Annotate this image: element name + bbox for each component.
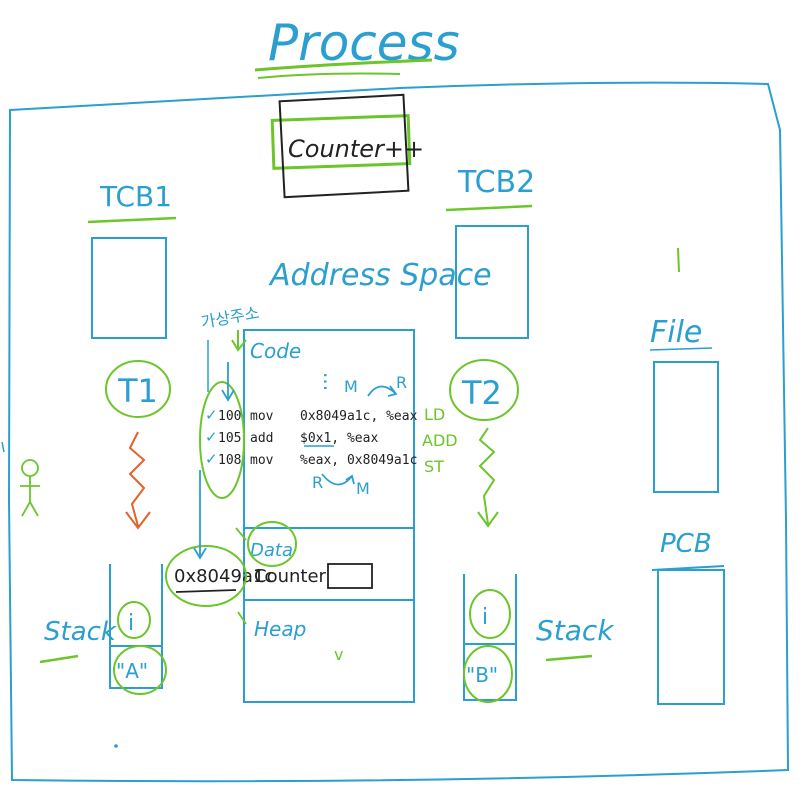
critical-section-outer bbox=[270, 114, 412, 170]
stack1-label: Stack bbox=[44, 617, 117, 647]
file-label: File bbox=[650, 315, 702, 350]
stack2-underline bbox=[545, 654, 593, 662]
person-sketch-icon bbox=[20, 459, 40, 517]
instr-st: ST bbox=[424, 457, 444, 476]
thread2-label: T2 bbox=[461, 374, 502, 412]
data-label: Data bbox=[250, 540, 293, 561]
tcb1-label: TCB1 bbox=[99, 180, 172, 213]
line-address: 105 bbox=[218, 431, 241, 446]
korean-note: 가상주소 bbox=[199, 303, 260, 332]
stack2-i-circle bbox=[469, 589, 511, 639]
tcb2-box bbox=[455, 225, 529, 339]
pcb-label: PCB bbox=[660, 529, 712, 559]
stack2-b-circle bbox=[463, 645, 513, 703]
title-underline bbox=[254, 58, 433, 72]
file-box bbox=[653, 361, 719, 493]
instr-add: ADD bbox=[422, 431, 458, 450]
mem-label-top: M bbox=[344, 377, 358, 396]
stack1-cell-a: "A" bbox=[116, 659, 148, 683]
address-space-box bbox=[243, 329, 415, 703]
address-underline bbox=[175, 589, 237, 593]
stray-mark bbox=[1, 441, 5, 453]
thread1-label: T1 bbox=[117, 372, 158, 410]
reg-label-top: R bbox=[396, 373, 407, 392]
stack1-i-circle bbox=[117, 601, 151, 639]
line-op: add bbox=[250, 431, 273, 446]
heap-mark: v bbox=[334, 645, 343, 664]
m-to-r-arrow bbox=[367, 385, 398, 397]
line-address: 108 bbox=[218, 453, 241, 468]
address-highlight-oval bbox=[165, 545, 247, 607]
data-arrow bbox=[235, 527, 247, 541]
address-value: 0x8049a1c bbox=[174, 566, 274, 587]
process-boundary bbox=[7, 81, 790, 783]
tcb2-label: TCB2 bbox=[457, 165, 535, 200]
address-space-label: Address Space bbox=[268, 258, 492, 293]
code-highlight-oval bbox=[199, 381, 245, 499]
heap-label: Heap bbox=[254, 617, 306, 641]
stack1-box bbox=[109, 564, 163, 689]
heap-arrow bbox=[237, 611, 247, 625]
reg-label-bottom: R bbox=[312, 473, 323, 492]
r-to-m-arrow bbox=[321, 473, 355, 486]
line-args: %eax, 0x8049a1c bbox=[300, 453, 417, 468]
mem-label-bottom: M bbox=[356, 479, 370, 498]
line-args: 0x8049a1c, %eax bbox=[300, 409, 418, 424]
stack2-cell-b: "B" bbox=[466, 663, 498, 687]
code-label: Code bbox=[250, 339, 301, 363]
thread1-circle bbox=[105, 360, 171, 418]
ellipsis: ··· bbox=[313, 372, 337, 391]
title-underline-2 bbox=[257, 72, 401, 79]
counter-box bbox=[327, 563, 373, 589]
file-tick bbox=[677, 247, 680, 273]
code-flow-arrow bbox=[221, 362, 235, 402]
tcb2-underline bbox=[445, 204, 533, 212]
critical-section-label: Counter++ bbox=[288, 135, 424, 163]
check-icon: ✓ bbox=[205, 406, 218, 424]
thread1-exec-arrow bbox=[125, 431, 151, 530]
critical-section-inner bbox=[278, 93, 410, 199]
pcb-box bbox=[657, 569, 725, 705]
check-icon: ✓ bbox=[205, 428, 218, 446]
line-address: 100 bbox=[218, 409, 241, 424]
stack2-cell-i: i bbox=[482, 605, 488, 630]
file-underline bbox=[649, 347, 713, 351]
code-arrow bbox=[231, 330, 247, 352]
thread2-circle bbox=[449, 359, 519, 421]
code-line-3: ✓ 108 mov %eax, 0x8049a1c bbox=[205, 450, 417, 468]
check-icon: ✓ bbox=[205, 450, 218, 468]
thread2-exec-arrow bbox=[477, 427, 499, 528]
line-op: mov bbox=[250, 453, 274, 468]
line-args: $0x1, %eax bbox=[300, 431, 378, 446]
counter-label: Counter bbox=[254, 566, 327, 587]
stack1-underline bbox=[39, 654, 79, 664]
line-op: mov bbox=[250, 409, 274, 424]
tcb1-box bbox=[91, 237, 167, 339]
addr-down-arrow bbox=[193, 470, 207, 560]
instr-ld: LD bbox=[424, 405, 445, 424]
stack1-cell-i: i bbox=[128, 611, 134, 636]
code-line-2: ✓ 105 add $0x1, %eax bbox=[205, 428, 378, 446]
stack2-label: Stack bbox=[536, 614, 615, 647]
tcb1-underline bbox=[87, 216, 177, 224]
code-line-1: ✓ 100 mov 0x8049a1c, %eax bbox=[205, 406, 418, 424]
stack2-box bbox=[463, 574, 517, 701]
stray-dot bbox=[114, 744, 118, 748]
stack1-a-circle bbox=[113, 645, 167, 695]
data-highlight-oval bbox=[247, 521, 297, 567]
